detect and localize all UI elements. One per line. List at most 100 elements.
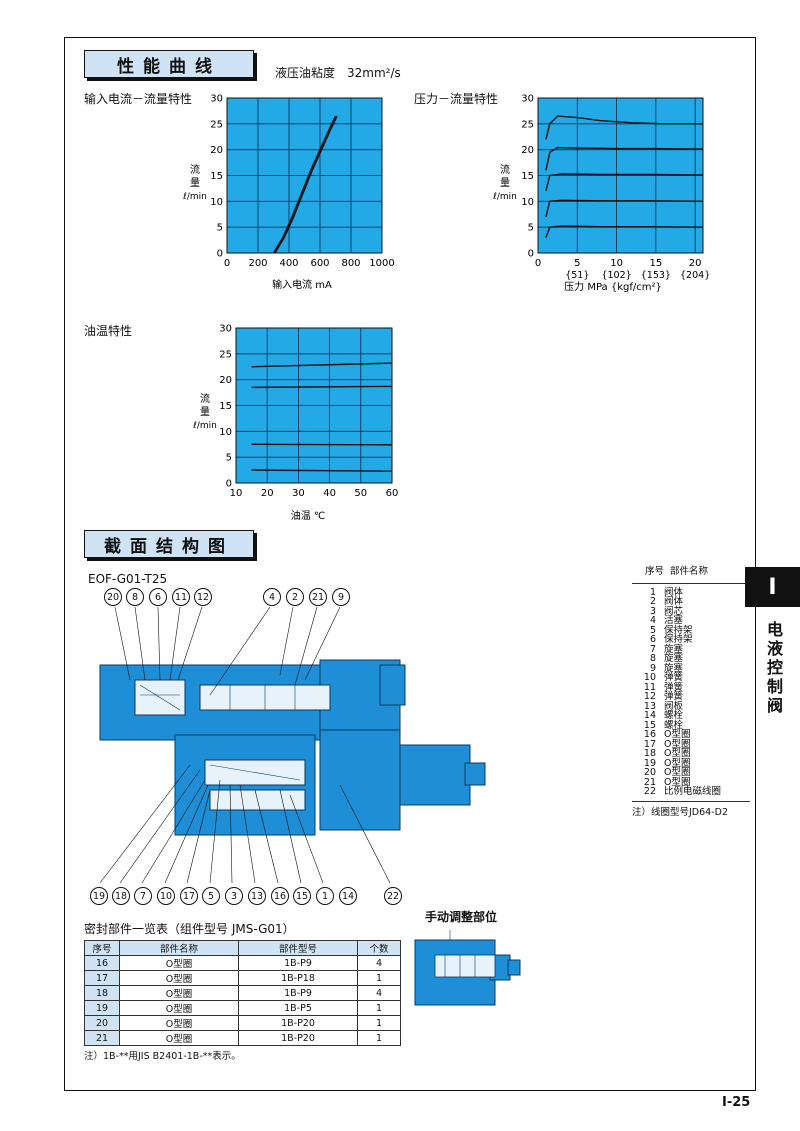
seal-cell: 16 <box>84 955 120 971</box>
cross-section-title: 截面结构图 <box>84 530 254 558</box>
seal-header-qty: 个数 <box>357 940 401 956</box>
part-name: 螺栓 <box>664 719 684 731</box>
callout-18: 18 <box>112 887 130 905</box>
part-no: 20 <box>643 767 656 778</box>
part-no: 12 <box>643 691 656 702</box>
series-line-1 <box>545 115 703 140</box>
y-axis-label: ℓ/min <box>182 192 207 202</box>
leader-lines <box>99 606 391 884</box>
y-tick-label: 25 <box>521 119 534 130</box>
seal-cell: 1 <box>357 1000 401 1016</box>
y-tick-label: 5 <box>528 223 534 234</box>
part-no: 19 <box>643 757 656 769</box>
part-no: 11 <box>643 681 656 693</box>
seal-header-no: 序号 <box>84 940 120 956</box>
y-axis-label: 流 <box>190 163 200 176</box>
seal-cell: O型圈 <box>119 1000 239 1016</box>
seal-cell: O型圈 <box>119 1015 239 1031</box>
callout-7: 7 <box>134 887 152 905</box>
y-axis-label: ℓ/min <box>492 192 517 202</box>
parts-list-header: 序号 部件名称 <box>632 567 750 577</box>
seal-cell: 1 <box>357 1030 401 1046</box>
x-tick-label: 20 <box>261 488 274 499</box>
seal-header-name: 部件名称 <box>119 940 239 956</box>
part-no: 3 <box>649 605 656 617</box>
cross-section-drawing <box>99 606 486 884</box>
callout-15: 15 <box>293 887 311 905</box>
callout-6: 6 <box>149 588 167 606</box>
callout-2: 2 <box>286 588 304 606</box>
page-number: I-25 <box>722 1095 751 1110</box>
series-line-5 <box>545 225 704 238</box>
x-axis-label: 输入电流 mA <box>272 278 332 291</box>
y-axis-label: 流 <box>500 163 510 176</box>
seal-cell: 1 <box>357 970 401 986</box>
series-line-1 <box>272 115 337 254</box>
part-name: 弹簧 <box>664 691 684 702</box>
part-no: 6 <box>649 634 656 645</box>
callout-19: 19 <box>90 887 108 905</box>
part-name: 弹簧 <box>664 672 684 683</box>
y-tick-label: 30 <box>210 94 223 105</box>
seal-cell: 20 <box>84 1015 120 1031</box>
series-line-2 <box>251 385 393 389</box>
seal-cell: 1B-P20 <box>238 1015 358 1031</box>
seal-cell: O型圈 <box>119 970 239 986</box>
x-tick-label: 0 <box>224 258 230 269</box>
part-name: 阀体 <box>664 596 684 607</box>
x-subtick-label: {102} <box>601 270 631 281</box>
part-name: O型圈 <box>664 748 691 759</box>
seal-table-header-row: 序号 部件名称 部件型号 个数 <box>84 940 401 956</box>
x-axis-label: 压力 MPa {kgf/cm²} <box>564 280 662 293</box>
y-tick-label: 15 <box>219 401 232 412</box>
seal-cell: 1B-P20 <box>238 1030 358 1046</box>
x-tick-label: 15 <box>649 258 662 269</box>
part-name: 保持架 <box>664 624 693 636</box>
y-axis-label: 流 <box>200 392 210 405</box>
series-line-3 <box>251 443 393 446</box>
callout-3: 3 <box>225 887 243 905</box>
parts-header-no: 序号 <box>644 566 664 577</box>
part-no: 8 <box>649 653 656 664</box>
part-name: 旋塞 <box>664 662 684 674</box>
series-line-4 <box>251 469 393 472</box>
y-tick-label: 10 <box>210 197 223 208</box>
y-tick-label: 25 <box>210 119 223 130</box>
y-tick-label: 30 <box>219 324 232 335</box>
x-tick-label: 1000 <box>369 258 394 269</box>
seal-cell: O型圈 <box>119 1030 239 1046</box>
callout-9: 9 <box>332 588 350 606</box>
y-tick-label: 20 <box>210 145 223 156</box>
seal-cell: 19 <box>84 1000 120 1016</box>
side-tab-letter: I <box>745 567 800 607</box>
performance-section-title: 性能曲线 <box>84 50 254 78</box>
callout-20: 20 <box>104 588 122 606</box>
chart2-title: 压力－流量特性 <box>414 92 499 106</box>
part-no: 1 <box>649 586 656 598</box>
part-no: 7 <box>649 643 656 655</box>
part-name: 活塞 <box>664 615 684 626</box>
part-name: 保持架 <box>664 634 693 645</box>
series-line-2 <box>274 115 338 254</box>
x-tick-label: 800 <box>341 258 360 269</box>
callout-17: 17 <box>180 887 198 905</box>
series-line-2 <box>545 146 704 171</box>
callout-21: 21 <box>309 588 327 606</box>
callout-10: 10 <box>157 887 175 905</box>
